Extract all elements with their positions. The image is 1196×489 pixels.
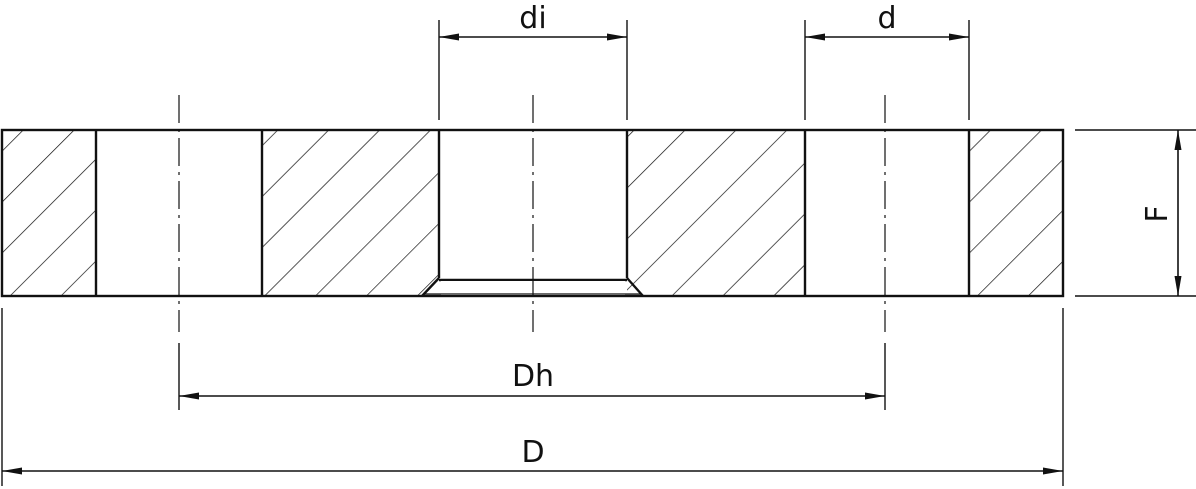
material-left-edge	[2, 130, 96, 296]
chamfer-right	[626, 277, 644, 297]
hatched-sections	[2, 130, 1063, 296]
dim-label-Dh: Dh	[512, 359, 554, 394]
dim-label-d: d	[877, 1, 896, 36]
material-right-edge	[969, 130, 1063, 296]
dimension-lines	[2, 33, 1182, 475]
dim-label-D: D	[521, 435, 544, 470]
center-lines	[178, 95, 886, 332]
dim-label-F: F	[1140, 205, 1175, 222]
dim-label-di: di	[519, 1, 546, 36]
chamfer-left	[421, 277, 440, 297]
material-left-inner	[262, 130, 439, 296]
material-right-inner	[627, 130, 805, 296]
